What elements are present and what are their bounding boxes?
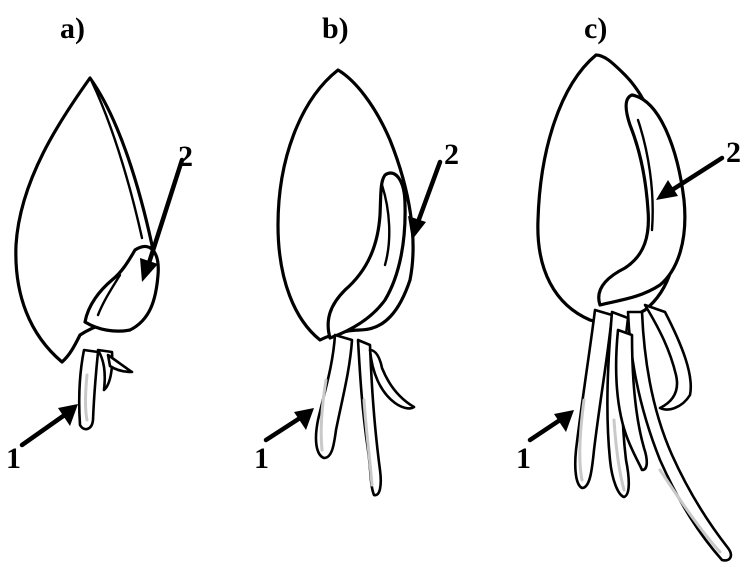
panel-b-arrow-1 xyxy=(266,408,314,440)
panel-a-label-1: 1 xyxy=(6,442,21,475)
panel-b-label-1: 1 xyxy=(254,442,269,475)
panel-b-label-2: 2 xyxy=(444,138,459,171)
panel-a-label-2: 2 xyxy=(178,140,193,173)
panel-b-arrow-2 xyxy=(408,162,440,240)
panel-a: a) 2 1 xyxy=(6,12,193,475)
panel-b-root-3 xyxy=(370,350,414,408)
panel-c: c) 2 1 xyxy=(516,12,741,560)
panel-c-arrow-1 xyxy=(530,410,574,440)
panel-c-label-1: 1 xyxy=(516,442,531,475)
panel-b: b) 2 1 xyxy=(254,12,459,495)
panel-c-label-2: 2 xyxy=(726,136,741,169)
panel-a-arrow-1 xyxy=(22,404,78,445)
panel-a-label: a) xyxy=(60,12,85,45)
panel-c-label: c) xyxy=(584,12,607,45)
panel-b-label: b) xyxy=(322,12,349,45)
panel-a-root-1 xyxy=(79,350,98,429)
